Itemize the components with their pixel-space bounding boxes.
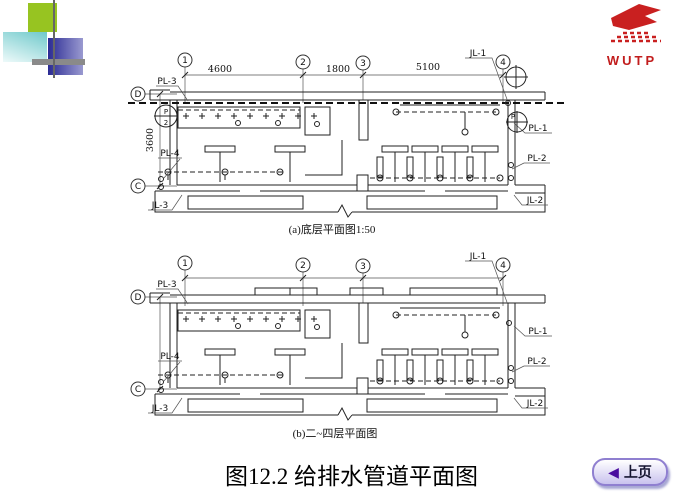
plumbing-plans-drawing: 1 2 3 4 D C 4600 1800 5100 3600 P 2 P PL… [128,49,566,440]
axis-row-c: C [135,385,141,395]
label-jl3: JL-3 [151,404,168,414]
dim-1800: 1800 [326,64,350,75]
plan-b-extras [254,287,512,326]
label-pl2: PL-2 [527,357,546,367]
axis-row-c: C [135,182,141,192]
label-pl3: PL-3 [157,280,176,290]
plan-a-extras [128,65,566,133]
detail-mark-bottom: 2 [164,119,168,127]
vertical-line [53,0,55,78]
label-pl4: PL-4 [160,352,180,362]
axis-col-1: 1 [182,56,188,66]
label-pl3: PL-3 [157,77,176,87]
axis-row-d: D [135,90,142,100]
plan-a-caption: (a)底层平面图1:50 [289,222,376,236]
label-jl1: JL-1 [469,252,486,262]
prev-page-label: 上页 [623,466,652,481]
label-jl2: JL-2 [526,399,543,409]
label-pl1: PL-1 [528,124,547,134]
dim-5100: 5100 [416,62,440,73]
green-square [28,3,57,32]
plan-a: 1 2 3 4 D C 4600 1800 5100 3600 P 2 P PL… [128,49,566,236]
prev-page-button[interactable]: ◀ 上页 [592,458,668,486]
axis-row-d: D [135,293,142,303]
axis-col-3: 3 [360,262,366,272]
wutp-logo: WUTP [599,2,665,68]
gray-bar [32,59,85,65]
wutp-logo-icon [611,4,661,43]
axis-col-4: 4 [500,58,506,68]
label-pl2: PL-2 [527,154,546,164]
axis-col-2: 2 [300,58,306,68]
riser-mark: P [511,113,515,121]
label-pl4: PL-4 [160,149,180,159]
label-pl1: PL-1 [528,327,547,337]
plan-b-caption: (b)二~四层平面图 [293,427,378,440]
label-jl3: JL-3 [151,201,168,211]
plan-a-texts: 1 2 3 4 D C 4600 1800 5100 3600 P 2 P PL… [135,49,548,236]
dim-4600: 4600 [208,64,232,75]
axis-col-4: 4 [500,261,506,271]
axis-col-1: 1 [182,259,188,269]
axis-col-2: 2 [300,261,306,271]
axis-col-3: 3 [360,59,366,69]
label-jl1: JL-1 [469,49,486,59]
teal-square [3,32,47,62]
plan-b-texts: 1 2 3 4 D C PL-3 PL-4 JL-3 JL-1 PL-1 PL-… [135,252,548,440]
wutp-logo-text: WUTP [606,53,658,68]
figure-title: 图12.2 给排水管道平面图 [225,464,478,489]
label-jl2: JL-2 [526,196,543,206]
template-decoration [0,0,110,90]
left-arrow-icon: ◀ [608,464,619,480]
dim-3600: 3600 [145,128,156,152]
plan-b: 1 2 3 4 D C PL-3 PL-4 JL-3 JL-1 PL-1 PL-… [130,252,553,440]
detail-mark-top: P [164,108,168,116]
